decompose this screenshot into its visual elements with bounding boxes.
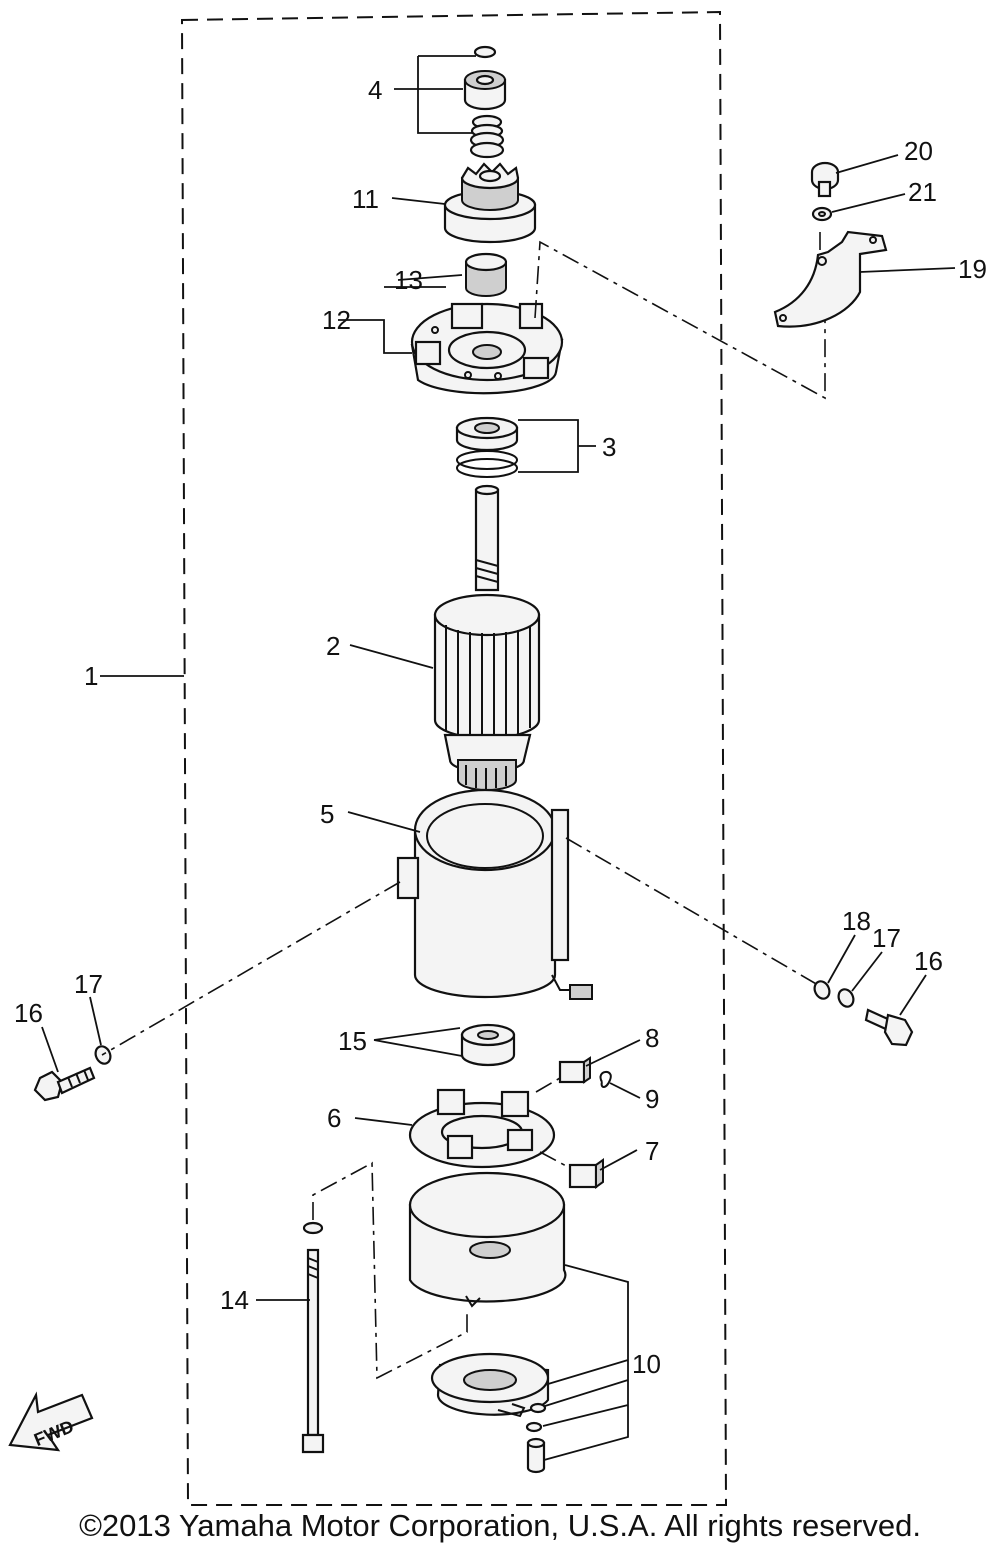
callout-1: 1	[84, 661, 98, 691]
part-16-bolt-right	[864, 1008, 914, 1047]
callout-16-left: 16	[14, 998, 43, 1028]
callout-17-left: 17	[74, 969, 103, 999]
part-10-washer-screw	[525, 1402, 547, 1474]
assembly-line-brush-8	[535, 1077, 561, 1093]
callout-2: 2	[326, 631, 340, 661]
callout-8: 8	[645, 1023, 659, 1053]
part-19-lead-plate	[773, 230, 888, 328]
callout-13: 13	[394, 265, 423, 295]
leader-lines	[41, 55, 956, 1461]
part-8-brush	[558, 1056, 591, 1084]
part-7-brush	[568, 1158, 604, 1189]
callout-10: 10	[632, 1349, 661, 1379]
callout-6: 6	[327, 1103, 341, 1133]
part-21-washer	[811, 206, 833, 222]
part-20-screw	[810, 161, 840, 198]
part-11-pinion-gear	[443, 162, 537, 244]
assembly-line-bracket-to-plate	[534, 240, 826, 400]
part-16-bolt-left	[33, 1066, 96, 1102]
callout-15: 15	[338, 1026, 367, 1056]
callout-11: 11	[352, 184, 379, 214]
assembly-boundary	[180, 10, 728, 1506]
part-2-armature	[433, 484, 541, 791]
part-10-rear-bracket	[408, 1171, 567, 1308]
copyright-notice: ©2013 Yamaha Motor Corporation, U.S.A. A…	[79, 1508, 921, 1543]
part-6-brush-holder	[408, 1088, 556, 1169]
assembly-line-brush-7	[539, 1151, 571, 1169]
callout-19: 19	[958, 254, 987, 284]
fwd-arrow-icon: FWD	[8, 1391, 94, 1452]
callout-3: 3	[602, 432, 616, 462]
callout-12: 12	[322, 305, 351, 335]
part-14-through-bolt	[301, 1221, 325, 1454]
callout-5: 5	[320, 799, 334, 829]
part-5-yoke	[396, 788, 593, 1000]
callout-18: 18	[842, 906, 871, 936]
callout-9: 9	[645, 1084, 659, 1114]
callout-7: 7	[645, 1136, 659, 1166]
part-12-front-bracket	[410, 302, 564, 395]
callout-20: 20	[904, 136, 933, 166]
callout-4: 4	[368, 75, 382, 105]
callout-21: 21	[908, 177, 937, 207]
part-3-washers	[455, 416, 519, 478]
callout-14: 14	[220, 1285, 249, 1315]
part-17-washer-right	[837, 988, 855, 1008]
part-13-bush	[464, 252, 508, 297]
part-15-grommet	[460, 1023, 516, 1067]
assembly-line-yoke-left	[101, 881, 401, 1056]
assembly-line-bolt	[312, 1161, 468, 1380]
part-4-bushing-spring	[463, 45, 507, 159]
callout-16-right: 16	[914, 946, 943, 976]
callout-17-right: 17	[872, 923, 901, 953]
part-10-end-cover	[430, 1352, 550, 1418]
part-9-brush-spring	[599, 1071, 612, 1088]
assembly-line-yoke-right	[565, 837, 819, 986]
part-18-washer-right	[813, 980, 831, 1000]
